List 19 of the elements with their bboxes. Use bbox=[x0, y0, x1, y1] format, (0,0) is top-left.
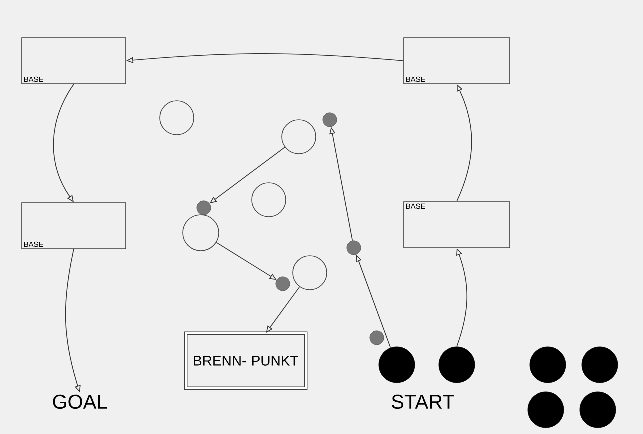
open-circle bbox=[292, 256, 328, 290]
small-dot bbox=[346, 240, 362, 256]
open-circle bbox=[252, 182, 286, 218]
filled-circle bbox=[582, 346, 618, 384]
start-label: START bbox=[392, 394, 454, 410]
small-dot bbox=[322, 112, 338, 128]
goal-label: GOAL bbox=[53, 394, 108, 410]
open-circle bbox=[160, 100, 194, 136]
filled-circle bbox=[528, 392, 564, 428]
small-dot bbox=[276, 276, 290, 292]
filled-circle bbox=[378, 346, 416, 384]
open-circle bbox=[182, 214, 220, 252]
small-dot bbox=[370, 330, 384, 346]
small-dot bbox=[196, 200, 212, 216]
filled-circle bbox=[530, 346, 566, 384]
label-box: BRENN- PUNKT bbox=[184, 332, 308, 390]
open-circle bbox=[282, 120, 316, 154]
filled-circle bbox=[438, 346, 476, 384]
filled-circle bbox=[580, 392, 616, 428]
